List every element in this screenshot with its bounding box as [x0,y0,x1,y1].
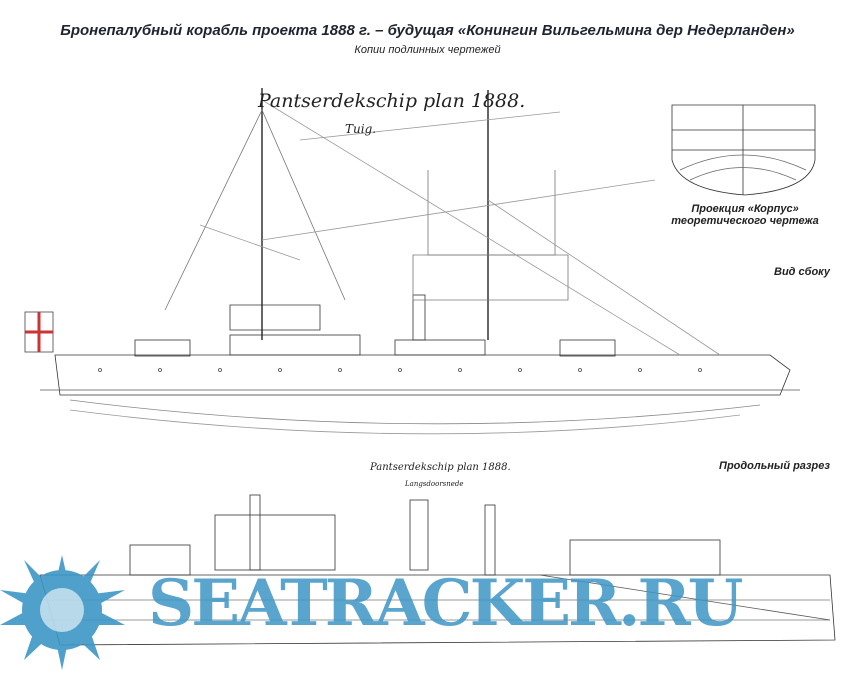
section-drawing-title: Pantserdekschip plan 1888. [370,462,511,473]
watermark-text: SEATRACKER.RU [148,566,743,641]
side-view-drawing-subtitle: Tuig. [345,122,377,136]
section-drawing-subtitle: Langsdoorsnede [405,480,464,488]
body-plan-caption-line2: теоретического чертежа [671,215,819,227]
section-view-drawing [39,494,836,646]
side-view-drawing-title: Pantserdekschip plan 1888. [258,90,526,112]
page-subtitle: Копии подлинных чертежей [354,44,501,56]
page-title: Бронепалубный корабль проекта 1888 г. – … [60,22,795,39]
body-plan-caption-line1: Проекция «Корпус» [691,203,799,215]
section-view-caption: Продольный разрез [719,460,830,472]
body-plan-caption: Проекция «Корпус» теоретического чертежа [650,203,840,227]
side-view-drawing [24,88,800,435]
side-view-caption: Вид сбоку [774,266,830,278]
body-plan-drawing [671,104,816,196]
flag-icon [24,311,54,353]
